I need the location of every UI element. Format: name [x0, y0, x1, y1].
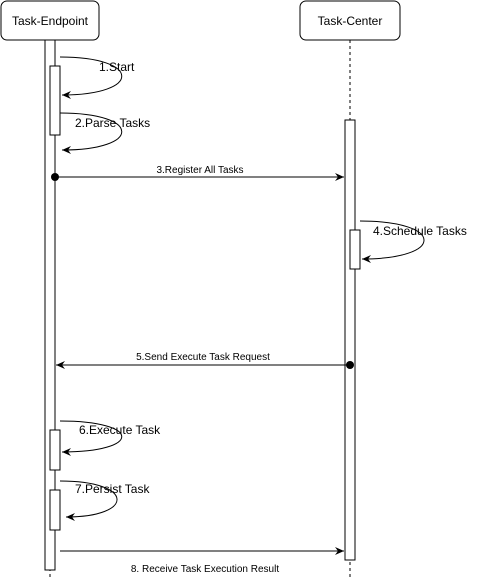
- activation-bar-schedule: [349, 229, 361, 270]
- message-label: 7.Persist Task: [75, 482, 150, 496]
- participant-task-endpoint[interactable]: Task-Endpoint: [0, 0, 100, 41]
- message-receive-task-execution-result[interactable]: 8. Receive Task Execution Result: [60, 547, 344, 575]
- message-label: 5.Send Execute Task Request: [136, 352, 270, 363]
- activation-bar-endpoint-main: [44, 39, 56, 571]
- message-label: 4.Schedule Tasks: [373, 224, 467, 238]
- participant-label: Task-Endpoint: [12, 14, 89, 28]
- participant-task-center[interactable]: Task-Center: [299, 0, 401, 41]
- participant-label: Task-Center: [318, 14, 383, 28]
- message-send-execute-task-request[interactable]: 5.Send Execute Task Request: [56, 352, 354, 369]
- message-schedule-tasks[interactable]: 4.Schedule Tasks: [359, 220, 467, 263]
- activation-bar-start: [49, 65, 61, 136]
- message-persist-task[interactable]: 7.Persist Task: [59, 480, 150, 521]
- message-label: 6.Execute Task: [79, 423, 161, 437]
- message-execute-task[interactable]: 6.Execute Task: [59, 420, 161, 456]
- message-parse-tasks[interactable]: 2.Parse Tasks: [59, 112, 150, 154]
- message-label: 8. Receive Task Execution Result: [131, 564, 279, 575]
- activation-bar-persist: [49, 489, 61, 531]
- message-register-all-tasks[interactable]: 3.Register All Tasks: [51, 165, 344, 181]
- activation-bar-center-main: [344, 119, 356, 561]
- message-label: 2.Parse Tasks: [75, 116, 150, 130]
- message-label: 1.Start: [99, 60, 135, 74]
- message-start[interactable]: 1.Start: [59, 56, 135, 99]
- message-label: 3.Register All Tasks: [156, 165, 243, 176]
- activation-bar-execute: [49, 429, 61, 471]
